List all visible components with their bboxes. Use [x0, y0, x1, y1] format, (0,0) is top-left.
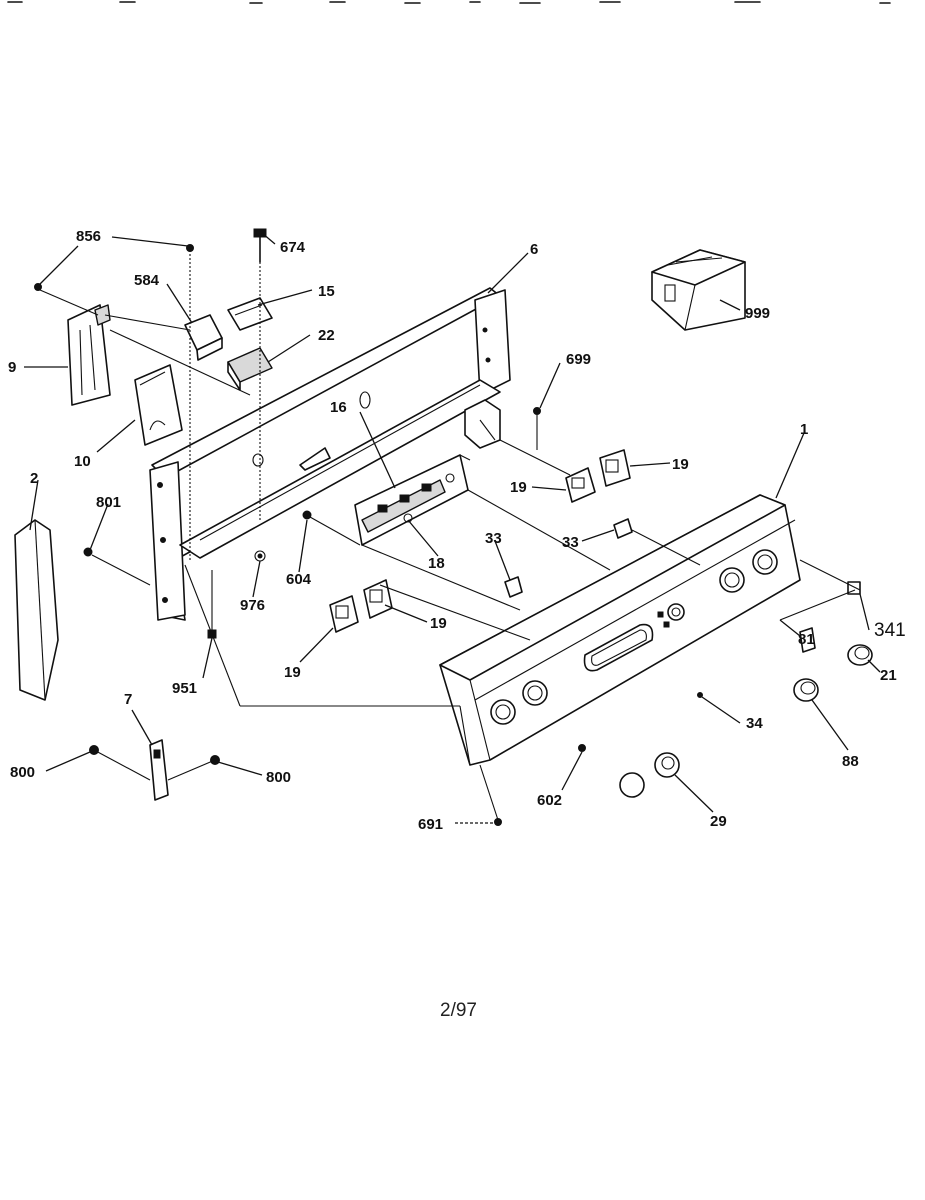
- label-34: 34: [746, 715, 763, 732]
- label-1: 1: [800, 421, 808, 438]
- label-16: 16: [330, 399, 347, 416]
- label-674: 674: [280, 239, 306, 256]
- label-19-lower-left: 19: [284, 664, 301, 681]
- label-341: 341: [874, 620, 906, 641]
- label-800-left: 800: [10, 764, 35, 781]
- label-602: 602: [537, 792, 562, 809]
- screws-800: [89, 745, 220, 765]
- scan-top-edge: [7, 1, 891, 4]
- switch-19-upper-right: [599, 449, 631, 487]
- label-33-left: 33: [485, 530, 502, 547]
- control-panel-1: [439, 494, 801, 766]
- screw-699: [533, 407, 541, 450]
- switch-19-upper-left: [565, 467, 596, 503]
- knob-21: [847, 644, 873, 666]
- label-19-upper-left: 19: [510, 479, 527, 496]
- label-21: 21: [880, 667, 897, 684]
- label-19-upper-right: 19: [672, 456, 689, 473]
- spring-34: [697, 692, 703, 698]
- label-691: 691: [418, 816, 443, 833]
- screw-801: [83, 547, 151, 586]
- label-2: 2: [30, 470, 38, 487]
- label-800-right: 800: [266, 769, 291, 786]
- label-999: 999: [745, 305, 770, 322]
- clip-341: [779, 581, 861, 621]
- label-10: 10: [74, 453, 91, 470]
- clip-33-right: [613, 518, 633, 539]
- end-bracket-9: [67, 304, 111, 406]
- relay-584: [184, 314, 223, 361]
- bracket-15: [227, 297, 273, 331]
- screw-856: [34, 244, 194, 560]
- end-bracket-10: [134, 364, 183, 446]
- backguard-frame: [149, 287, 511, 621]
- label-81: 81: [798, 631, 815, 648]
- package-999: [651, 249, 746, 331]
- switch-19-lower-left: [329, 595, 359, 633]
- label-29: 29: [710, 813, 727, 830]
- screw-674: [253, 228, 267, 520]
- label-604: 604: [286, 571, 312, 588]
- label-801: 801: [96, 494, 121, 511]
- page-code: 2/97: [440, 1000, 477, 1021]
- spacer-976: [254, 550, 266, 562]
- label-951: 951: [172, 680, 197, 697]
- label-18: 18: [428, 555, 445, 572]
- timer-board-16: [354, 454, 471, 546]
- component-22: [227, 347, 273, 391]
- label-88: 88: [842, 753, 859, 770]
- knob-88: [793, 678, 819, 702]
- label-33-right: 33: [562, 534, 579, 551]
- screw-604: [302, 510, 361, 546]
- label-976: 976: [240, 597, 265, 614]
- bracket-7: [93, 739, 216, 801]
- label-584: 584: [134, 272, 160, 289]
- label-22: 22: [318, 327, 335, 344]
- assembly-guide-lines: [104, 314, 861, 766]
- label-7: 7: [124, 691, 132, 708]
- label-6: 6: [530, 241, 538, 258]
- knobs-29: [619, 752, 680, 798]
- label-856: 856: [76, 228, 101, 245]
- label-19-lower-right: 19: [430, 615, 447, 632]
- clip-33-left: [504, 576, 523, 598]
- leader-lines: [24, 232, 881, 824]
- screw-602: [578, 744, 586, 752]
- screw-691: [479, 764, 502, 826]
- label-699: 699: [566, 351, 591, 368]
- side-trim-2: [14, 519, 59, 701]
- label-15: 15: [318, 283, 335, 300]
- bracket-81: [799, 627, 816, 653]
- switch-19-lower-right: [363, 579, 393, 619]
- label-9: 9: [8, 359, 16, 376]
- part-number-labels: 856 674 6 584 15 22 9 10 999 699 16 1 19…: [8, 228, 906, 833]
